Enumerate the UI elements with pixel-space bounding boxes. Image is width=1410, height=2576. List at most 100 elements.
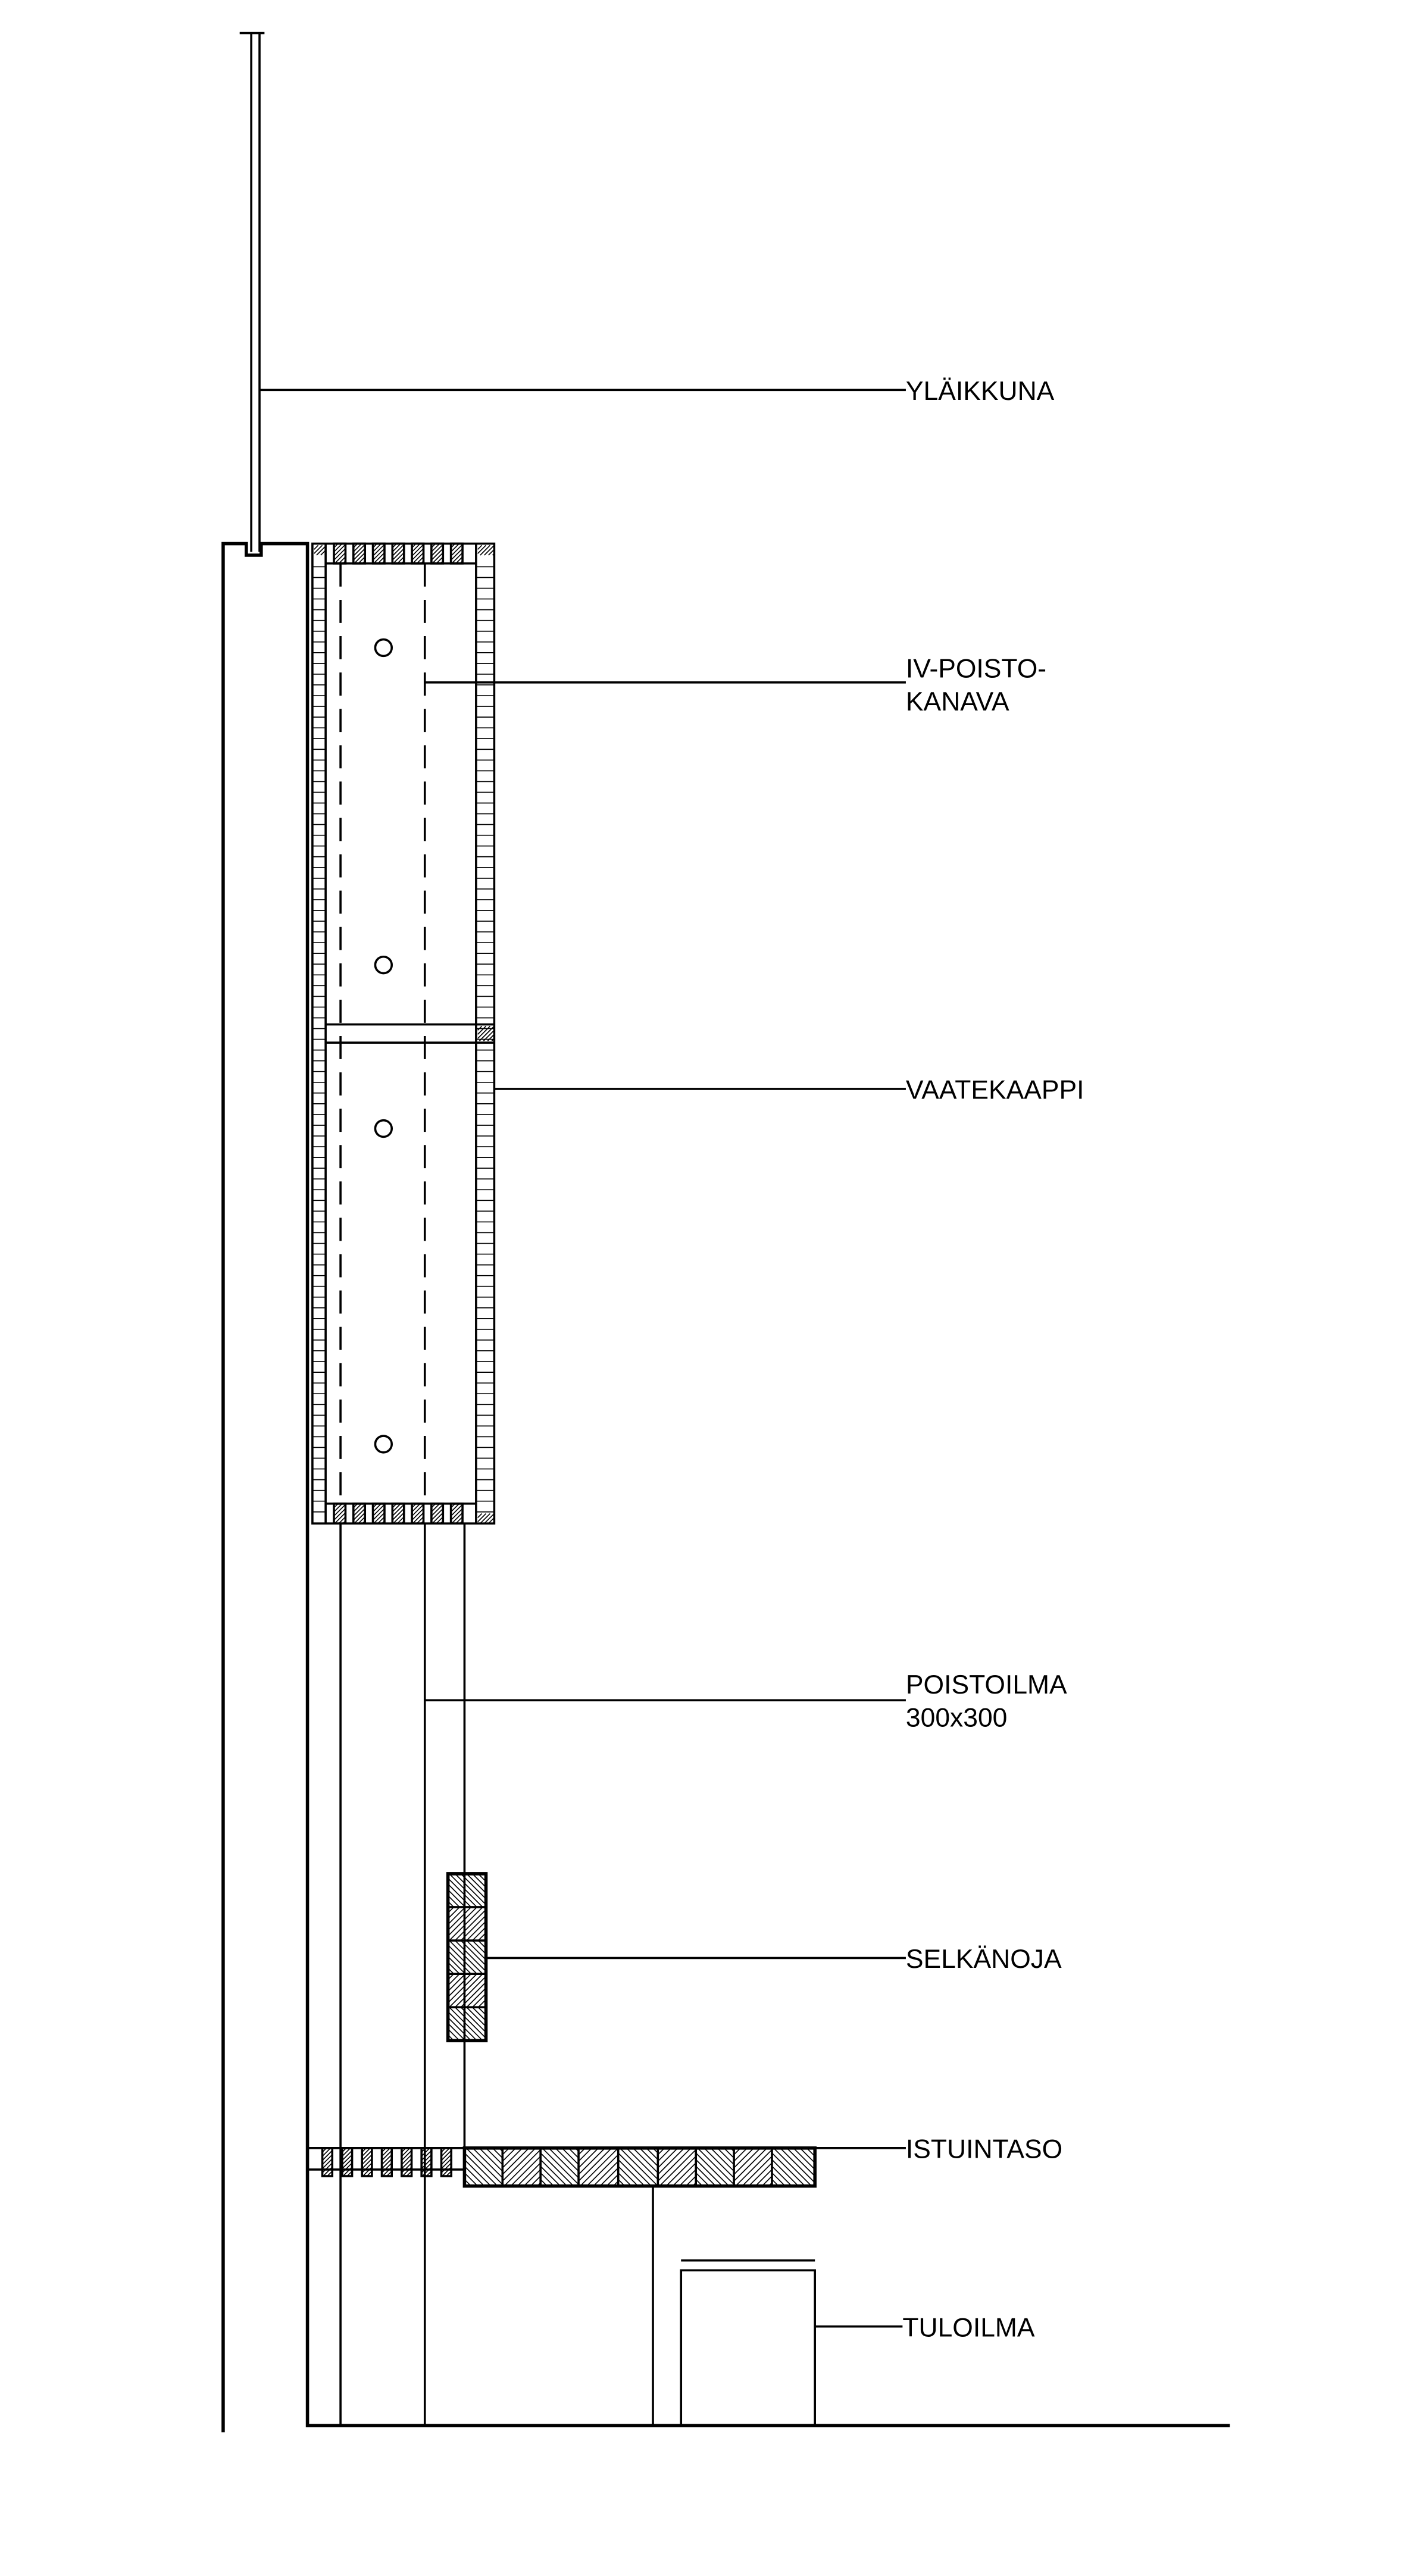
- hatch-line: [735, 2149, 773, 2187]
- hatch-line: [321, 2150, 333, 2161]
- hatch-line: [755, 2169, 773, 2187]
- hatch-line: [401, 2158, 412, 2170]
- hatch-line: [695, 2172, 710, 2187]
- hatch-line: [517, 2162, 541, 2187]
- hatch-line: [321, 2162, 333, 2174]
- wardrobe-cabinet: [311, 542, 496, 1525]
- hatch-line: [334, 552, 346, 564]
- hatch-line: [479, 2148, 503, 2172]
- hatch-line: [484, 544, 495, 556]
- hatch-line: [472, 1873, 487, 1888]
- hatch-line: [421, 2154, 432, 2165]
- hatch-line: [578, 2148, 612, 2181]
- wall: [221, 542, 1230, 2433]
- hatch-line: [393, 1512, 405, 1524]
- label-vaatekaappi: VAATEKAAPPI: [906, 1076, 1084, 1105]
- hatch-line: [657, 2148, 679, 2168]
- hatch-line: [657, 2148, 685, 2175]
- hatch-line: [333, 548, 346, 561]
- hatch-line: [548, 2148, 579, 2179]
- hatch-line: [466, 1987, 487, 2008]
- hatch-line: [593, 2161, 619, 2187]
- hatch-line: [786, 2148, 815, 2177]
- hatch-line: [733, 2148, 748, 2162]
- hatch-line: [333, 1504, 346, 1517]
- hatch-line: [480, 544, 491, 556]
- hatch-line: [431, 544, 443, 556]
- hatch-line: [411, 544, 424, 556]
- hatch-line: [454, 1909, 487, 1941]
- hatch-line: [464, 2159, 492, 2187]
- hatch-line: [440, 2162, 452, 2174]
- hatch-line: [704, 2148, 734, 2179]
- hatch-line: [377, 556, 385, 564]
- hatch-line: [342, 2150, 353, 2161]
- hatch-line: [449, 2007, 483, 2041]
- hatch-line: [402, 2167, 412, 2177]
- hatch-line: [454, 1976, 487, 2008]
- hatch-line: [421, 2162, 432, 2174]
- hatch-line: [448, 1895, 460, 1908]
- hatch-line: [412, 1512, 424, 1524]
- hatch-line: [381, 2150, 392, 2161]
- hatch-line: [316, 546, 326, 556]
- hatch-line: [487, 1034, 495, 1041]
- hatch-line: [717, 2148, 734, 2165]
- hatch-line: [448, 2011, 477, 2041]
- hatch-line: [449, 1873, 483, 1908]
- hatch-line: [599, 2167, 619, 2187]
- hatch-line: [502, 2148, 523, 2168]
- hatch-line: [771, 2152, 806, 2187]
- hatch-line: [464, 2152, 498, 2187]
- hatch-line: [480, 1513, 491, 1524]
- hatch-line: [454, 1940, 487, 1972]
- hatch-line: [361, 2148, 371, 2157]
- hatch-line: [442, 2167, 452, 2177]
- hatch-line: [361, 2162, 373, 2174]
- hatch-line: [366, 2171, 373, 2177]
- hook-icon: [374, 1435, 393, 1454]
- hatch-line: [773, 2148, 812, 2187]
- hatch-line: [455, 1516, 463, 1524]
- hatch-line: [448, 1889, 466, 1908]
- hatch-line: [748, 2162, 773, 2187]
- hatch-line: [346, 2171, 353, 2177]
- hatch-line: [578, 2148, 606, 2175]
- hatch-line: [672, 2162, 696, 2187]
- hatch-line: [321, 2154, 333, 2165]
- hatch-line: [321, 2158, 333, 2170]
- hatch-line: [448, 1973, 466, 1992]
- hatch-line: [504, 2149, 541, 2187]
- hatch-line: [448, 1907, 477, 1937]
- hatch-line: [477, 544, 487, 554]
- hatch-line: [451, 1508, 463, 1521]
- hatch-line: [411, 1503, 421, 1513]
- hatch-line: [451, 1503, 460, 1513]
- hatch-line: [323, 2167, 333, 2177]
- hatch-line: [485, 2148, 503, 2165]
- hatch-line: [523, 2169, 541, 2187]
- hatch-line: [619, 2148, 658, 2187]
- hatch-line: [353, 1504, 365, 1517]
- supply-air-unit: [680, 2259, 816, 2426]
- hatch-line: [411, 1508, 424, 1521]
- hatch-line: [353, 1503, 362, 1513]
- hatch-line: [333, 544, 346, 556]
- hatch-line: [455, 556, 463, 564]
- hatch-line: [502, 2148, 536, 2181]
- hatch-line: [372, 1508, 385, 1521]
- hatching: [312, 542, 815, 2187]
- hatch-line: [771, 2172, 786, 2187]
- seat: [307, 2146, 906, 2426]
- hatch-line: [710, 2148, 734, 2172]
- hatch-line: [695, 2152, 730, 2187]
- hatch-line: [697, 2148, 734, 2185]
- hatch-line: [342, 2154, 353, 2165]
- hatch-line: [454, 1873, 487, 1905]
- hatch-line: [454, 2007, 487, 2039]
- hatch-line: [416, 1516, 424, 1524]
- hatch-line: [451, 1504, 463, 1517]
- hatch-line: [742, 2156, 773, 2187]
- hatch-line: [464, 2165, 485, 2187]
